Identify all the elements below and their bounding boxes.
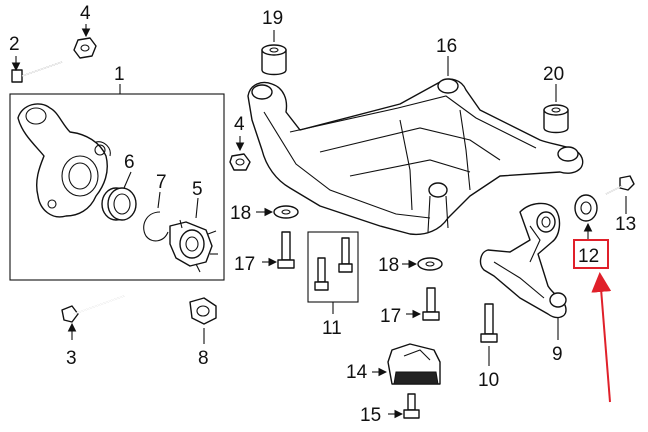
callout-17-left[interactable]: 17: [234, 254, 255, 275]
callout-16[interactable]: 16: [436, 36, 457, 57]
bolt-17-right: [422, 287, 440, 321]
highlight-box: [573, 239, 609, 269]
nut-8: [189, 297, 217, 325]
callout-12[interactable]: 12: [578, 246, 599, 267]
callout-11[interactable]: 11: [322, 318, 342, 339]
callout-14[interactable]: 14: [346, 362, 368, 383]
front-subframe: [247, 78, 584, 236]
callout-13[interactable]: 13: [615, 214, 636, 235]
callout-5[interactable]: 5: [192, 179, 203, 200]
snap-ring: [143, 211, 169, 242]
bolt-2: [11, 61, 63, 83]
wheel-bearing: [101, 187, 137, 221]
bolt-3: [61, 295, 125, 323]
bolt-13: [605, 175, 635, 195]
steering-knuckle: [17, 103, 111, 218]
highlighted-callout-12[interactable]: 12: [573, 239, 609, 269]
nut-4-mid: [229, 153, 251, 171]
bolt-set-11: [307, 231, 359, 303]
callout-6[interactable]: 6: [124, 152, 135, 173]
callout-4-mid[interactable]: 4: [234, 114, 245, 135]
bolt-10: [480, 303, 498, 343]
knuckle-assembly-frame: [9, 93, 225, 281]
leader-7: [157, 191, 161, 209]
subframe-mount-rear-right: [557, 146, 579, 162]
leader-5: [195, 197, 199, 219]
subframe-mount-rear-left: [428, 182, 448, 198]
washer-18-right: [417, 257, 443, 271]
subframe-mount-front-right: [437, 78, 459, 94]
callout-19[interactable]: 19: [262, 8, 283, 29]
bolt-15: [403, 393, 420, 419]
callout-9[interactable]: 9: [552, 344, 563, 365]
callout-18-right[interactable]: 18: [378, 255, 399, 276]
callout-18-left[interactable]: 18: [230, 203, 251, 224]
highlight-arrow: [591, 272, 612, 403]
bushing-19: [261, 44, 287, 76]
bushing-20: [543, 104, 569, 134]
callout-10[interactable]: 10: [478, 370, 499, 391]
control-arm-bushing-12: [574, 194, 598, 222]
knuckle-assembly-group: [9, 84, 225, 281]
callout-3[interactable]: 3: [66, 348, 77, 369]
bolt-17-left: [277, 231, 295, 269]
callout-8[interactable]: 8: [198, 348, 209, 369]
lower-control-arm: [479, 202, 567, 319]
bracket-14: [387, 343, 441, 385]
leader-6: [123, 171, 132, 189]
callout-2[interactable]: 2: [9, 34, 20, 55]
callout-20[interactable]: 20: [543, 64, 564, 85]
callout-17-right[interactable]: 17: [380, 306, 401, 327]
callout-15[interactable]: 15: [360, 405, 381, 426]
callout-7[interactable]: 7: [156, 172, 167, 193]
callout-4-top[interactable]: 4: [80, 3, 91, 24]
nut-4-top: [73, 37, 97, 59]
wheel-hub: [169, 219, 218, 273]
subframe-mount-front-left: [251, 84, 273, 100]
callout-1[interactable]: 1: [114, 64, 125, 85]
washer-18-left: [273, 205, 299, 219]
